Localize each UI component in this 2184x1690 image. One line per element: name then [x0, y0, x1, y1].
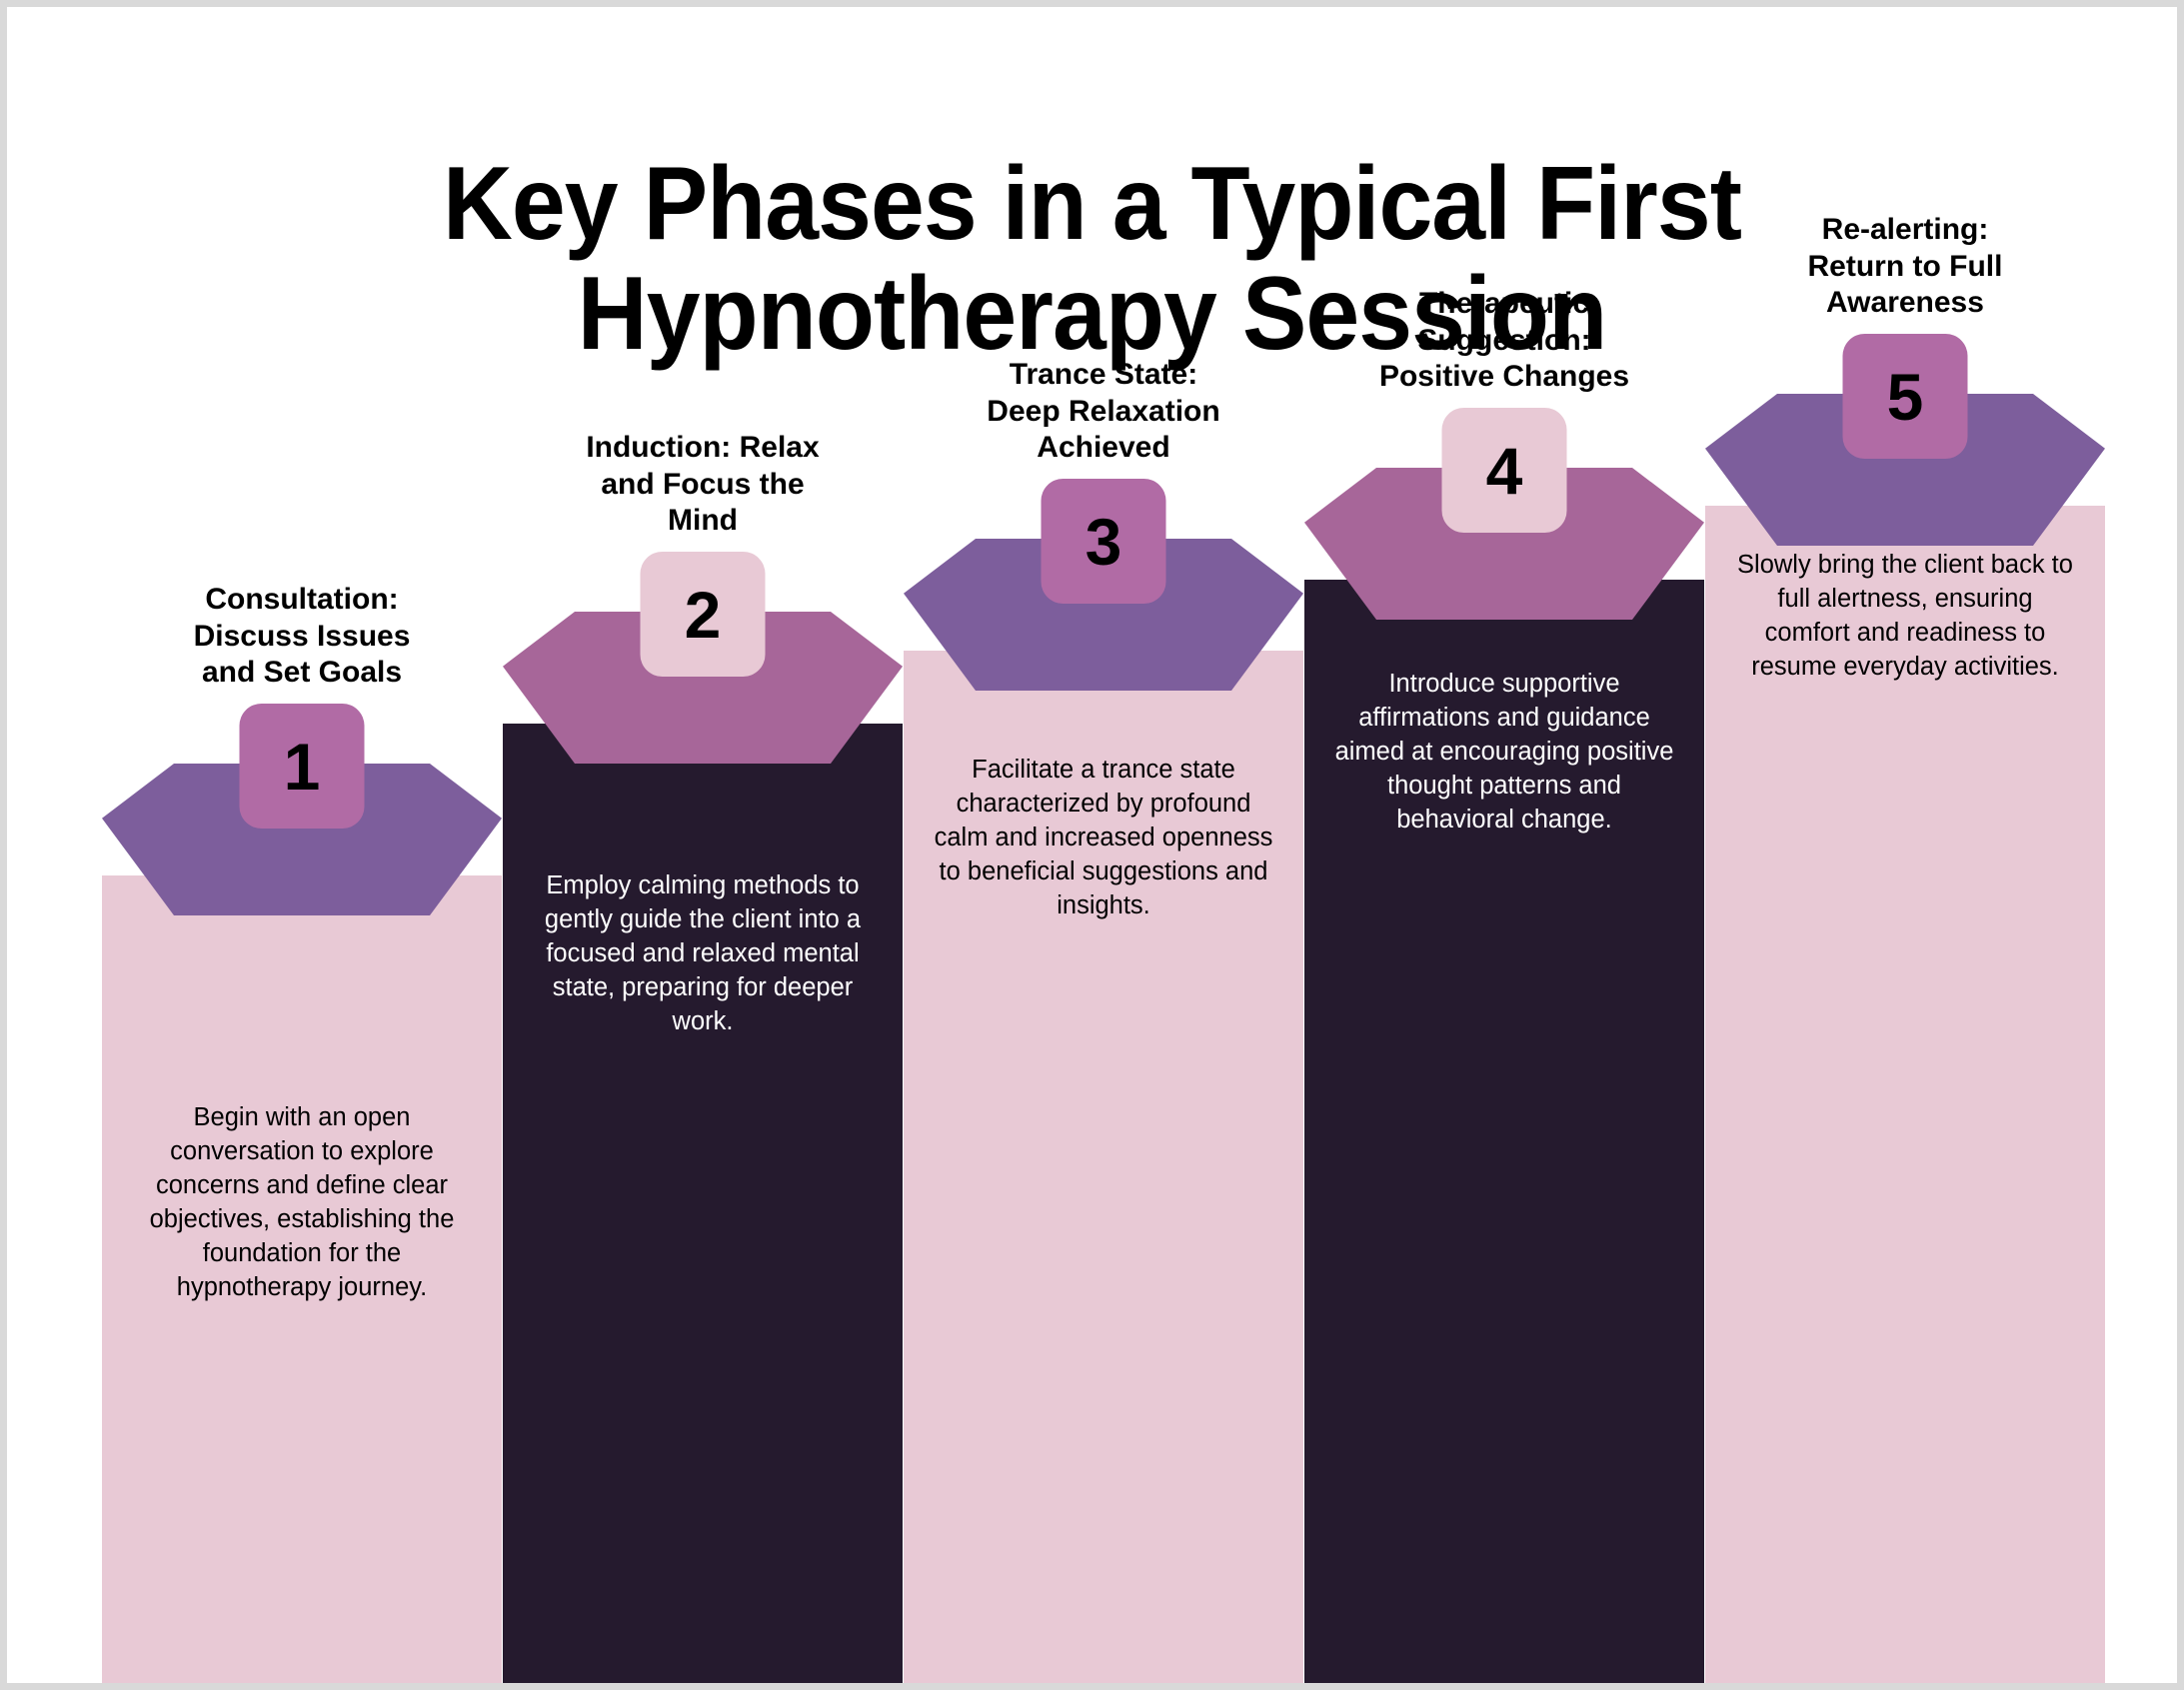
step-body-panel-1: [102, 875, 502, 1683]
step-body-panel-4: [1304, 580, 1704, 1683]
step-description-1: Begin with an open conversation to explo…: [149, 1103, 455, 1301]
step-description-2: Employ calming methods to gently guide t…: [544, 871, 862, 1035]
step-number-1: 1: [283, 729, 321, 804]
step-column-4[interactable]: Therapeutic Suggestion: Positive Changes…: [1304, 287, 1704, 1683]
step-heading-1: Consultation: Discuss Issues and Set Goa…: [193, 583, 411, 690]
step-number-badge-1[interactable]: 1: [239, 704, 365, 829]
step-column-2[interactable]: Induction: Relax and Focus the Mind 2 Em…: [503, 431, 903, 1683]
step-body-panel-2: [503, 724, 903, 1683]
step-number-3: 3: [1085, 504, 1122, 579]
step-column-1[interactable]: Consultation: Discuss Issues and Set Goa…: [102, 583, 502, 1683]
step-body-panel-5: [1705, 506, 2105, 1683]
step-number-badge-2[interactable]: 2: [640, 552, 766, 677]
step-body-panel-3: [904, 651, 1303, 1683]
step-description-3: Facilitate a trance state characterized …: [934, 756, 1273, 919]
step-heading-2: Induction: Relax and Focus the Mind: [586, 431, 820, 538]
step-number-badge-3[interactable]: 3: [1041, 479, 1166, 604]
page-title: Key Phases in a Typical First Hypnothera…: [442, 145, 1742, 372]
step-description-5: Slowly bring the client back to full ale…: [1737, 551, 2073, 681]
step-column-3[interactable]: Trance State: Deep Relaxation Achieved 3…: [904, 358, 1303, 1683]
step-number-4: 4: [1485, 433, 1523, 508]
step-number-2: 2: [684, 577, 722, 652]
step-number-badge-4[interactable]: 4: [1441, 408, 1567, 533]
step-heading-4: Therapeutic Suggestion: Positive Changes: [1378, 287, 1630, 394]
step-number-badge-5[interactable]: 5: [1842, 334, 1968, 459]
step-column-5[interactable]: Re-alerting: Return to Full Awareness 5 …: [1705, 213, 2105, 1683]
step-description-4: Introduce supportive affirmations and gu…: [1334, 670, 1674, 834]
step-heading-3: Trance State: Deep Relaxation Achieved: [987, 358, 1220, 465]
step-number-5: 5: [1886, 359, 1924, 434]
infographic-canvas: Key Phases in a Typical First Hypnothera…: [7, 7, 2177, 1683]
step-heading-5: Re-alerting: Return to Full Awareness: [1807, 213, 2003, 320]
